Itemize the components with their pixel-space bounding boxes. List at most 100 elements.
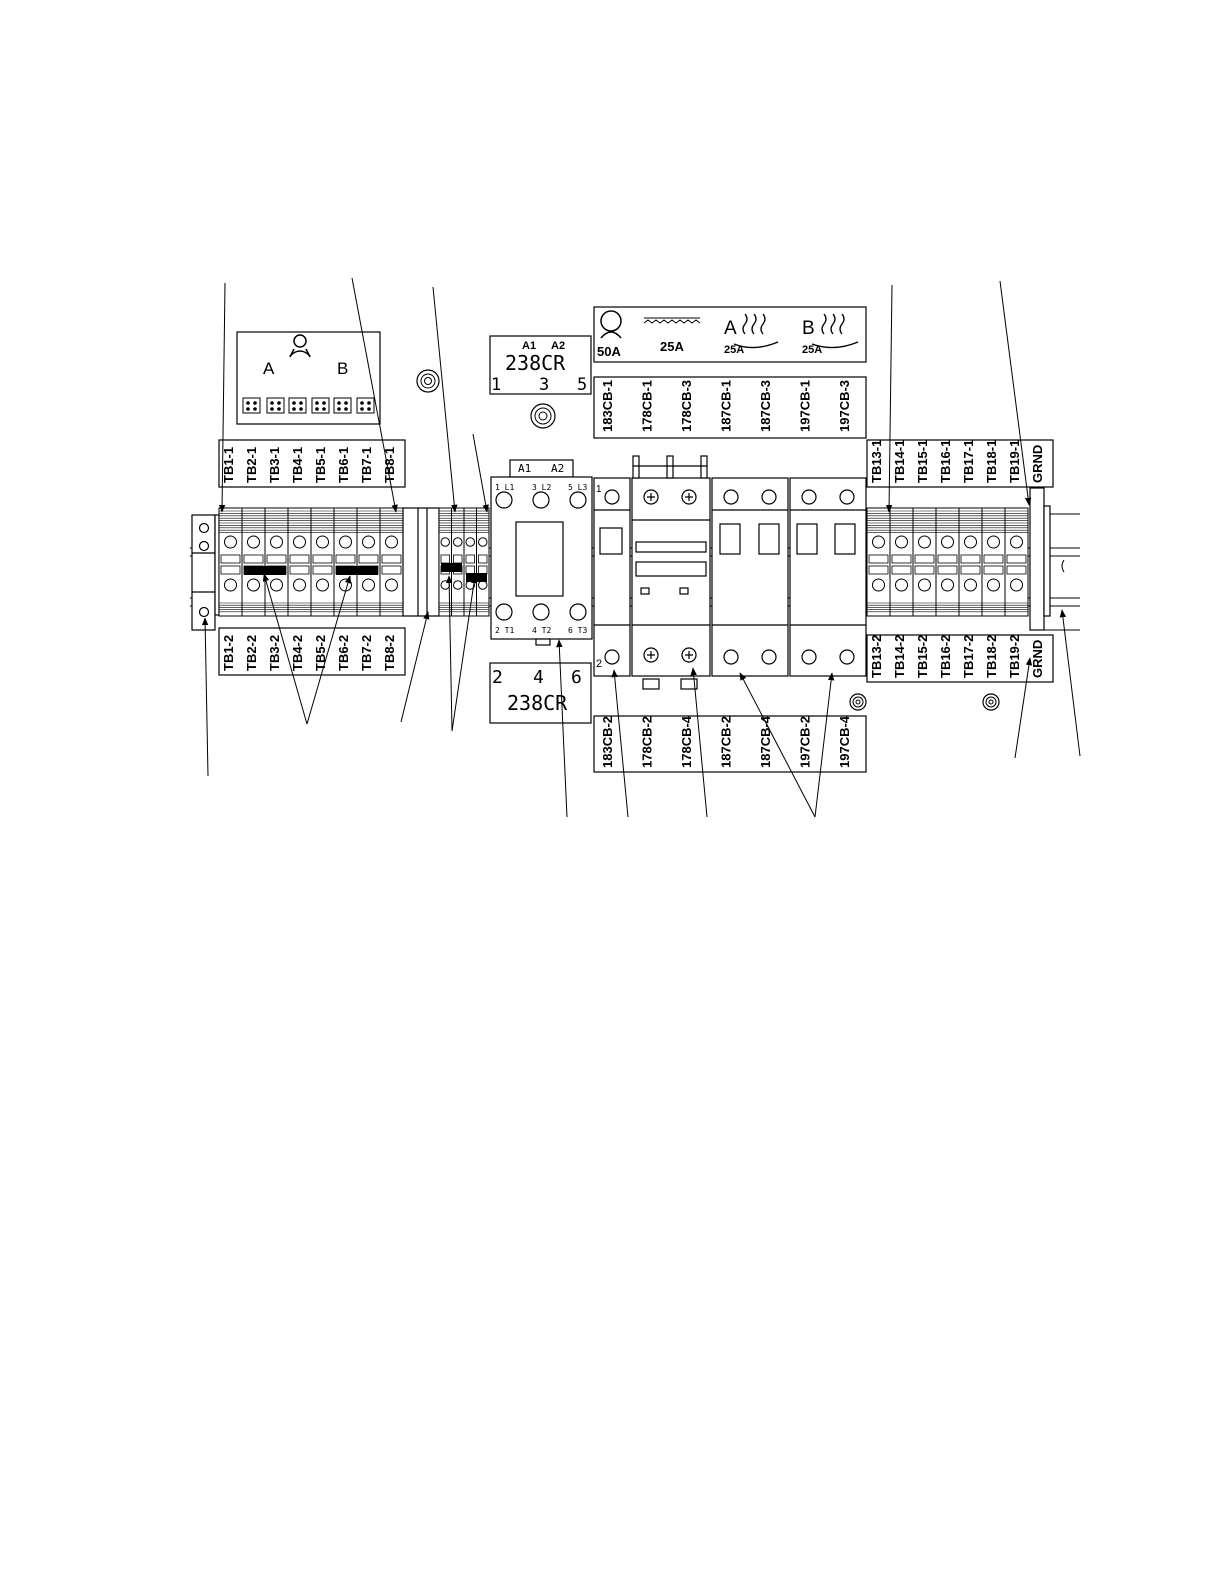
tb-label: TB8-2 bbox=[382, 635, 397, 671]
circuit-breaker-197cb bbox=[789, 477, 867, 677]
tb-label: TB2-2 bbox=[244, 635, 259, 671]
breaker-label: 178CB-3 bbox=[679, 380, 694, 432]
terminal-block bbox=[912, 507, 937, 617]
terminal-block-strip-right bbox=[866, 507, 1029, 617]
leader-lines bbox=[201, 277, 1081, 818]
tb-label: TB7-2 bbox=[359, 635, 374, 671]
tb-label: GRND bbox=[1030, 445, 1045, 483]
relay-coil-a1: A1 bbox=[518, 462, 531, 475]
relay-line-label: 3 L2 bbox=[532, 483, 551, 492]
jumper-bar bbox=[441, 563, 462, 572]
rating-25a-b: 25A bbox=[802, 344, 822, 356]
ground-terminal bbox=[1029, 487, 1051, 631]
terminal-block bbox=[310, 507, 335, 617]
circuit-breaker-187cb bbox=[711, 477, 789, 677]
rating-50a: 50A bbox=[597, 344, 621, 359]
heat-wave-icon bbox=[733, 313, 779, 349]
terminal-block bbox=[356, 507, 381, 617]
terminal-block bbox=[264, 507, 289, 617]
relay-terminal-4: 4 bbox=[533, 667, 544, 688]
breaker-mark-1: 1 bbox=[596, 484, 602, 495]
relay-terminal-1: 1 bbox=[491, 375, 501, 395]
socket-icons bbox=[242, 397, 375, 414]
terminal-block bbox=[935, 507, 960, 617]
tb-label: TB4-2 bbox=[290, 635, 305, 671]
jumper-bar bbox=[466, 573, 487, 582]
breaker-label: 187CB-4 bbox=[758, 715, 773, 768]
terminal-block bbox=[333, 507, 358, 617]
icon-panel-label-a: A bbox=[263, 359, 275, 378]
relay-label-top: A1 A2 238CR 1 3 5 bbox=[489, 335, 592, 395]
heat-wave-icon bbox=[811, 313, 859, 349]
end-stop bbox=[402, 507, 440, 617]
terminal-block bbox=[958, 507, 983, 617]
rating-25a-a: 25A bbox=[724, 344, 744, 356]
outlet-icon bbox=[266, 397, 285, 414]
tb-label: TB5-2 bbox=[313, 635, 328, 671]
screw-icon bbox=[416, 369, 440, 393]
tb-label: TB13-2 bbox=[869, 635, 884, 678]
tb-label: TB3-1 bbox=[267, 447, 282, 483]
tb-label: TB18-1 bbox=[984, 440, 999, 483]
rating-25a-heater: 25A bbox=[660, 339, 684, 354]
tb-label: TB5-1 bbox=[313, 447, 328, 483]
tb-right-bottom-label-panel bbox=[866, 634, 1054, 683]
terminal-block bbox=[889, 507, 914, 617]
relay-terminal-2: 2 bbox=[492, 667, 503, 688]
terminal-block bbox=[218, 507, 243, 617]
tb-left-top-label-panel bbox=[218, 439, 406, 488]
relay-name-top: 238CR bbox=[505, 351, 566, 375]
fan-icon bbox=[289, 334, 311, 358]
terminal-block bbox=[476, 507, 490, 617]
terminal-block bbox=[451, 507, 465, 617]
relay-terminal-3: 3 bbox=[539, 375, 549, 395]
breaker-label: 197CB-1 bbox=[798, 380, 813, 432]
relay-line-label: 5 L3 bbox=[568, 483, 587, 492]
relay-coil-a2: A2 bbox=[551, 462, 564, 475]
terminal-block bbox=[1004, 507, 1029, 617]
tb-label: TB1-1 bbox=[221, 447, 236, 483]
tb-label: TB14-1 bbox=[892, 440, 907, 483]
tb-label: GRND bbox=[1030, 640, 1045, 678]
tb-label: TB4-1 bbox=[290, 447, 305, 483]
rating-b-letter: B bbox=[802, 318, 815, 339]
breaker-mark-2: 2 bbox=[596, 658, 602, 670]
relay-a2-label: A2 bbox=[551, 340, 565, 352]
outlet-icon bbox=[288, 397, 307, 414]
breaker-label: 197CB-2 bbox=[798, 716, 813, 768]
breaker-label: 183CB-2 bbox=[600, 716, 615, 768]
circuit-breaker-183cb bbox=[593, 477, 631, 677]
relay-label-bottom: 2 4 6 238CR bbox=[489, 662, 592, 724]
breaker-label: 178CB-4 bbox=[679, 715, 694, 768]
tb-label: TB17-1 bbox=[961, 440, 976, 483]
relay-a1-label: A1 bbox=[522, 340, 536, 352]
relay-load-label: 6 T3 bbox=[568, 626, 587, 635]
tb-right-top-label-panel bbox=[866, 439, 1054, 488]
tb-label: TB19-2 bbox=[1007, 635, 1022, 678]
relay-terminal-5: 5 bbox=[577, 375, 587, 395]
tb-label: TB17-2 bbox=[961, 635, 976, 678]
relay-load-label: 4 T2 bbox=[532, 626, 551, 635]
terminal-block bbox=[287, 507, 312, 617]
outlet-icon bbox=[311, 397, 330, 414]
tb-label: TB18-2 bbox=[984, 635, 999, 678]
fan-icon bbox=[600, 310, 622, 339]
tb-label: TB6-2 bbox=[336, 635, 351, 671]
outlet-icon bbox=[333, 397, 352, 414]
tb-label: TB15-2 bbox=[915, 635, 930, 678]
terminal-block-strip-middle bbox=[438, 507, 490, 617]
breaker-bottom-label-panel bbox=[593, 715, 867, 773]
breaker-rating-panel: 50A 25A A 25A B 25A bbox=[593, 306, 867, 363]
breaker-label: 183CB-1 bbox=[600, 380, 615, 432]
outlet-icon bbox=[356, 397, 375, 414]
breaker-label: 178CB-2 bbox=[640, 716, 655, 768]
relay-load-label: 2 T1 bbox=[495, 626, 514, 635]
terminal-block bbox=[866, 507, 891, 617]
screw-icon bbox=[849, 693, 867, 711]
terminal-block bbox=[463, 507, 477, 617]
relay-name-bottom: 238CR bbox=[507, 691, 568, 715]
